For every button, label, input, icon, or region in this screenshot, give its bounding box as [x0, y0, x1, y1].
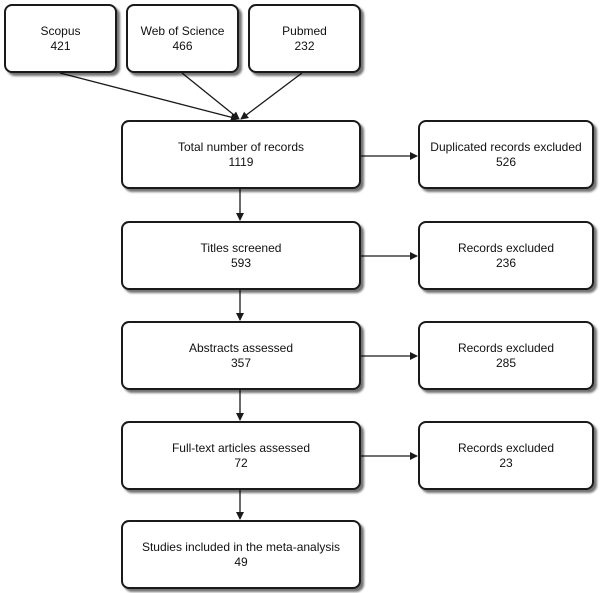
step-count: 593	[230, 255, 252, 270]
step-label: Full-text articles assessed	[171, 440, 311, 455]
source-box-pubmed: Pubmed 232	[248, 4, 361, 73]
step-count: 357	[230, 355, 252, 370]
arrow-wos-to-total	[181, 72, 240, 120]
exclusion-count: 526	[495, 154, 517, 169]
arrow-scopus-to-total	[59, 72, 239, 122]
exclusion-box-full-text: Records excluded 23	[418, 421, 594, 490]
step-count: 1119	[228, 154, 254, 169]
step-count: 49	[234, 554, 248, 569]
exclusion-count: 236	[495, 255, 517, 270]
source-name: Web of Science	[140, 23, 225, 38]
exclusion-box-abstracts: Records excluded 285	[418, 321, 594, 390]
step-box-full-text-assessed: Full-text articles assessed 72	[121, 421, 361, 490]
exclusion-count: 23	[499, 455, 513, 470]
step-box-titles-screened: Titles screened 593	[121, 221, 361, 290]
exclusion-count: 285	[495, 355, 517, 370]
step-label: Titles screened	[200, 240, 282, 255]
exclusion-box-titles: Records excluded 236	[418, 221, 594, 290]
exclusion-label: Records excluded	[457, 440, 555, 455]
source-box-scopus: Scopus 421	[4, 4, 117, 73]
step-box-abstracts-assessed: Abstracts assessed 357	[121, 321, 361, 390]
step-label: Abstracts assessed	[188, 340, 294, 355]
exclusion-box-duplicates: Duplicated records excluded 526	[418, 120, 594, 189]
exclusion-label: Records excluded	[457, 240, 555, 255]
source-count: 232	[294, 38, 315, 53]
arrow-pubmed-to-total	[240, 72, 303, 120]
source-count: 466	[172, 38, 193, 53]
source-name: Scopus	[40, 23, 81, 38]
exclusion-label: Records excluded	[457, 340, 555, 355]
source-box-web-of-science: Web of Science 466	[126, 4, 239, 73]
step-label: Studies included in the meta-analysis	[141, 539, 341, 554]
step-box-studies-included: Studies included in the meta-analysis 49	[121, 520, 361, 589]
step-label: Total number of records	[177, 139, 305, 154]
step-count: 72	[234, 455, 248, 470]
source-count: 421	[50, 38, 71, 53]
step-box-total-records: Total number of records 1119	[121, 120, 361, 189]
source-name: Pubmed	[282, 23, 327, 38]
exclusion-label: Duplicated records excluded	[430, 139, 582, 154]
